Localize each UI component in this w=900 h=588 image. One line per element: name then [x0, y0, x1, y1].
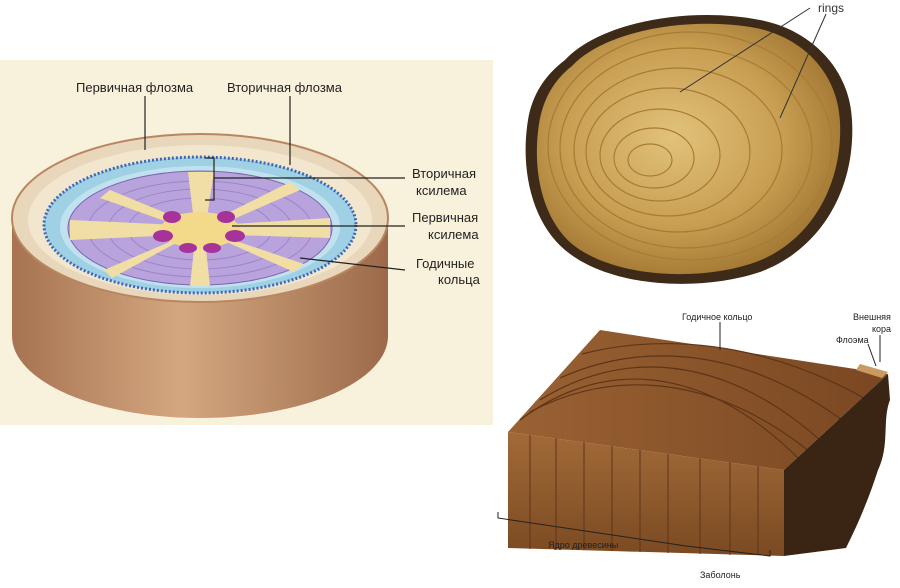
grain-line [559, 355, 843, 421]
log-ring [585, 87, 751, 217]
block-leaders [497, 322, 881, 557]
bracket-heartwood [497, 512, 687, 547]
label-heartwood: Ядро древесины [548, 540, 618, 550]
log-wood [536, 23, 841, 275]
primary-xylem-cluster [217, 211, 235, 223]
label-primary-xylem-line2: ксилема [428, 227, 479, 242]
label-annual-rings-line2: кольца [438, 272, 481, 287]
bracket-sapwood [685, 545, 771, 557]
label-outer-bark-line2: кора [872, 324, 891, 334]
label-primary-phloem: Первичная флозма [76, 80, 194, 95]
log-ring [547, 31, 833, 261]
grain-line [519, 378, 801, 461]
block-top-grain [519, 343, 865, 461]
primary-xylem-clusters [153, 211, 245, 253]
label-secondary-phloem: Вторичная флозма [227, 80, 343, 95]
label-sapwood: Заболонь [700, 570, 741, 580]
block-phloem-strip [856, 364, 888, 378]
log-photo: rings [525, 1, 853, 284]
block-top-face [508, 330, 888, 470]
leader-line [299, 257, 406, 271]
grain-line [529, 384, 811, 453]
label-annual-ring: Годичное кольцо [682, 312, 752, 322]
label-secondary-xylem-line1: Вторичная [412, 166, 476, 181]
log-ring [599, 108, 721, 202]
block-bark [784, 374, 890, 556]
primary-xylem-cluster [225, 230, 245, 242]
rings-leaders [679, 7, 827, 119]
leader-bracket [205, 157, 215, 201]
log-ring [613, 127, 695, 189]
label-phloem: Флоэма [836, 335, 869, 345]
primary-xylem-cluster [163, 211, 181, 223]
log-growth-rings [547, 31, 833, 261]
log-ring [627, 143, 673, 177]
label-primary-xylem-line1: Первичная [412, 210, 478, 225]
leader-lines [144, 96, 406, 271]
primary-xylem-cluster [153, 230, 173, 242]
leader-line [867, 343, 877, 367]
log-ring [559, 47, 813, 249]
leader-line [679, 7, 811, 93]
block-front-grain [529, 435, 759, 555]
label-annual-rings-line1: Годичные [416, 256, 475, 271]
log-ring [573, 67, 783, 233]
block-front-face [508, 432, 784, 556]
label-outer-bark-line1: Внешняя [853, 312, 891, 322]
label-secondary-xylem-line2: ксилема [416, 183, 467, 198]
grain-line [539, 366, 821, 441]
stem-diagram: Первичная флозма Вторичная флозма Вторич… [0, 60, 493, 425]
wood-block: Годичное кольцо Внешняя кора Флоэма Ядро… [497, 312, 891, 580]
primary-xylem-cluster [179, 243, 197, 253]
primary-xylem-cluster [203, 243, 221, 253]
grain-line [581, 343, 865, 399]
leader-line [779, 13, 827, 119]
label-rings: rings [818, 1, 844, 15]
